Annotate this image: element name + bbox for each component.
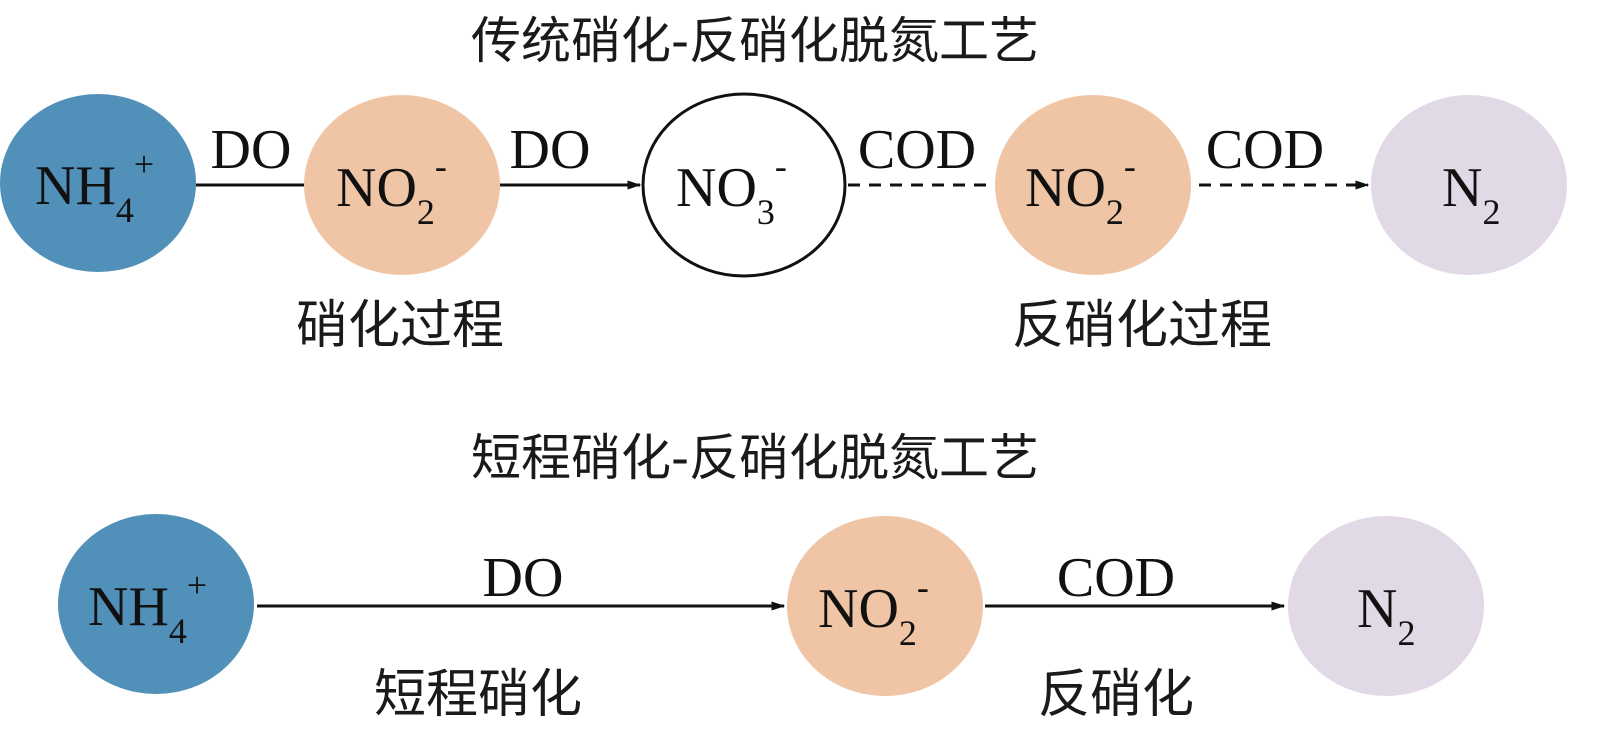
edge-label-cod: COD bbox=[858, 119, 976, 181]
edge-label-cod: COD bbox=[1057, 547, 1175, 609]
shortcut-process-title: 短程硝化-反硝化脱氮工艺 bbox=[471, 429, 1039, 487]
species-formula: NH4+ bbox=[88, 565, 207, 651]
species-formula: NO2- bbox=[818, 567, 929, 653]
node-nitrite-circle bbox=[995, 95, 1191, 275]
caption-denitrification: 反硝化 bbox=[1038, 665, 1194, 725]
edge-label-do: DO bbox=[211, 119, 292, 181]
node-ammonium-circle bbox=[0, 94, 196, 272]
species-formula: N2 bbox=[1357, 578, 1415, 653]
caption-nitrification: 硝化过程 bbox=[296, 296, 504, 356]
node-nitrite-circle bbox=[787, 516, 983, 696]
caption-shortcut-nitrification: 短程硝化 bbox=[374, 665, 582, 725]
caption-denitrification: 反硝化过程 bbox=[1012, 296, 1272, 356]
node-nitrate: NO3- bbox=[641, 92, 847, 278]
node-nitrite-circle bbox=[304, 95, 500, 275]
species-formula: NH4+ bbox=[35, 144, 154, 230]
node-ammonium-circle bbox=[58, 514, 254, 694]
node-nitrogen-gas-circle bbox=[1371, 95, 1567, 275]
node-nitrite: NO2- bbox=[304, 95, 500, 275]
node-nitrogen-gas-circle bbox=[1288, 516, 1484, 696]
node-ammonium: NH4+ bbox=[58, 514, 254, 694]
species-formula: NO3- bbox=[676, 146, 787, 232]
traditional-process-title: 传统硝化-反硝化脱氮工艺 bbox=[471, 12, 1039, 70]
species-formula: NO2- bbox=[336, 146, 447, 232]
node-nitrogen-gas: N2 bbox=[1288, 516, 1484, 696]
edge-label-do: DO bbox=[483, 547, 564, 609]
species-formula: NO2- bbox=[1025, 146, 1136, 232]
node-nitrate-circle bbox=[641, 92, 847, 278]
species-formula: N2 bbox=[1442, 157, 1500, 232]
node-ammonium: NH4+ bbox=[0, 94, 196, 272]
node-nitrogen-gas: N2 bbox=[1371, 95, 1567, 275]
node-nitrite: NO2- bbox=[995, 95, 1191, 275]
node-nitrite: NO2- bbox=[787, 516, 983, 696]
edge-label-cod: COD bbox=[1206, 119, 1324, 181]
edge-label-do: DO bbox=[510, 119, 591, 181]
